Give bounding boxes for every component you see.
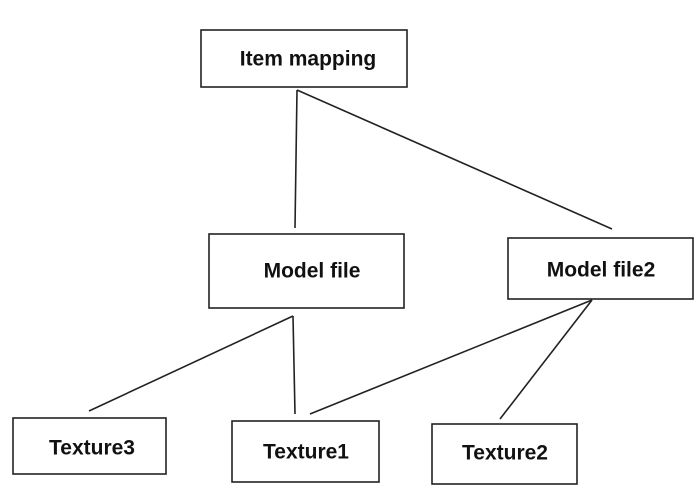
node-label: Item mapping [240, 48, 377, 71]
edge-model-file2-to-texture2 [499, 299, 593, 420]
node-texture3: Texture3 [12, 417, 167, 475]
node-box [200, 29, 408, 88]
node-texture1: Texture1 [231, 420, 380, 483]
node-label: Model file [264, 260, 361, 283]
node-label: Texture2 [462, 442, 548, 465]
node-box [231, 420, 380, 483]
node-model-file2: Model file2 [507, 237, 694, 300]
node-box [12, 417, 167, 475]
node-box [208, 233, 405, 309]
diagram-edges [88, 89, 613, 420]
node-label: Texture3 [49, 437, 135, 460]
node-box [431, 423, 578, 485]
node-texture2: Texture2 [431, 423, 578, 485]
node-item-mapping: Item mapping [200, 29, 408, 88]
node-model-file: Model file [208, 233, 405, 309]
edge-model-file-to-texture3 [88, 315, 294, 412]
node-label: Model file2 [547, 259, 656, 282]
edge-model-file2-to-texture1 [309, 299, 593, 415]
node-label: Texture1 [263, 441, 349, 464]
edge-model-file-to-texture1 [292, 315, 296, 415]
edge-item-mapping-to-model-file2 [296, 89, 613, 230]
node-box [507, 237, 694, 300]
edge-item-mapping-to-model-file [294, 89, 298, 229]
